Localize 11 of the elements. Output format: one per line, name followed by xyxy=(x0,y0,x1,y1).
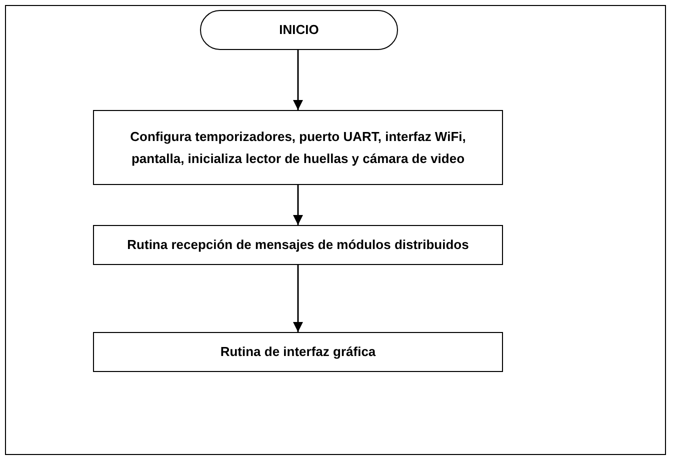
process-box xyxy=(93,332,503,372)
terminator xyxy=(200,10,398,50)
node-text: INICIO xyxy=(279,21,319,39)
process-box xyxy=(93,110,503,185)
arrow xyxy=(293,185,303,225)
node-text: Rutina recepción de mensajes de módulos distribuidos xyxy=(127,236,469,254)
arrow xyxy=(293,265,303,332)
node-text: Configura temporizadores, puerto UART, interfaz WiFi, pantalla, inicializa lector de huellas y cámara de video xyxy=(129,128,467,168)
arrow xyxy=(293,50,303,110)
node-text: Rutina de interfaz gráfica xyxy=(220,343,376,361)
process-box xyxy=(93,225,503,265)
